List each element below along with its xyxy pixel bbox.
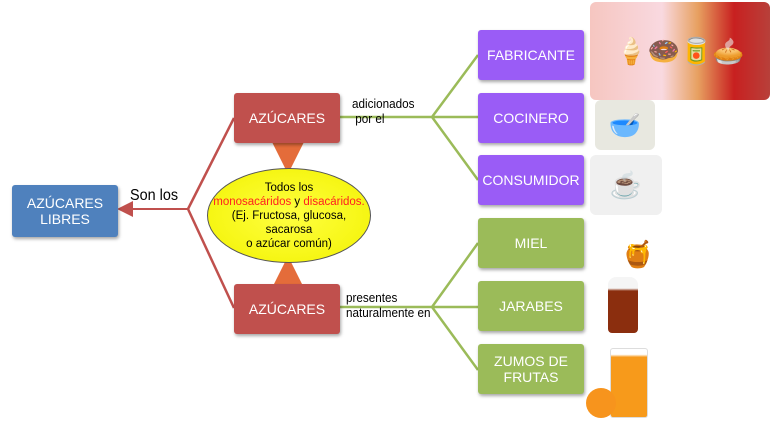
highlight-text: . [361, 195, 365, 208]
manufacturer-node: FABRICANTE [478, 30, 584, 80]
whisking-image: 🥣 [595, 100, 655, 150]
definition-text: y [291, 195, 304, 208]
coffee-cup-image: ☕ [590, 155, 662, 215]
connector-text: adicionados [352, 96, 415, 111]
honey-spoon-image: 🍯 [621, 238, 655, 269]
highlight-text: monosacáridos [213, 195, 292, 208]
definition-line: Todos los [264, 181, 314, 194]
definition-line: monosacáridos y disacáridos. [213, 195, 365, 209]
highlight-text: disacáridos [303, 195, 362, 208]
definition-line: (Ej. Fructosa, glucosa, sacarosa [231, 209, 347, 236]
natural-sugars-node: AZÚCARES [234, 284, 340, 334]
fruit-juice-node: ZUMOS DE FRUTAS [478, 344, 584, 394]
son-los-label: Son los [130, 187, 179, 204]
consumer-node: CONSUMIDOR [478, 155, 584, 205]
orange-image [586, 388, 616, 418]
cook-node: COCINERO [478, 93, 584, 143]
processed-foods-image: 🍦🍩🥫🥧 [590, 2, 770, 100]
connector-text: presentes [346, 290, 398, 305]
syrups-node: JARABES [478, 281, 584, 331]
added-connector-label: adicionados por el [352, 96, 414, 126]
connector-text: naturalmente en [346, 305, 431, 320]
definition-line: o azúcar común) [246, 237, 332, 250]
free-sugars-node: AZÚCARES LIBRES [12, 185, 118, 237]
definition-ellipse: Todos los monosacáridos y disacáridos. (… [207, 168, 371, 263]
added-sugars-node: AZÚCARES [234, 93, 340, 143]
syrup-bottle-image [608, 277, 638, 333]
orange-juice-image [610, 348, 648, 418]
connector-text: por el [355, 111, 385, 126]
honey-node: MIEL [478, 218, 584, 268]
